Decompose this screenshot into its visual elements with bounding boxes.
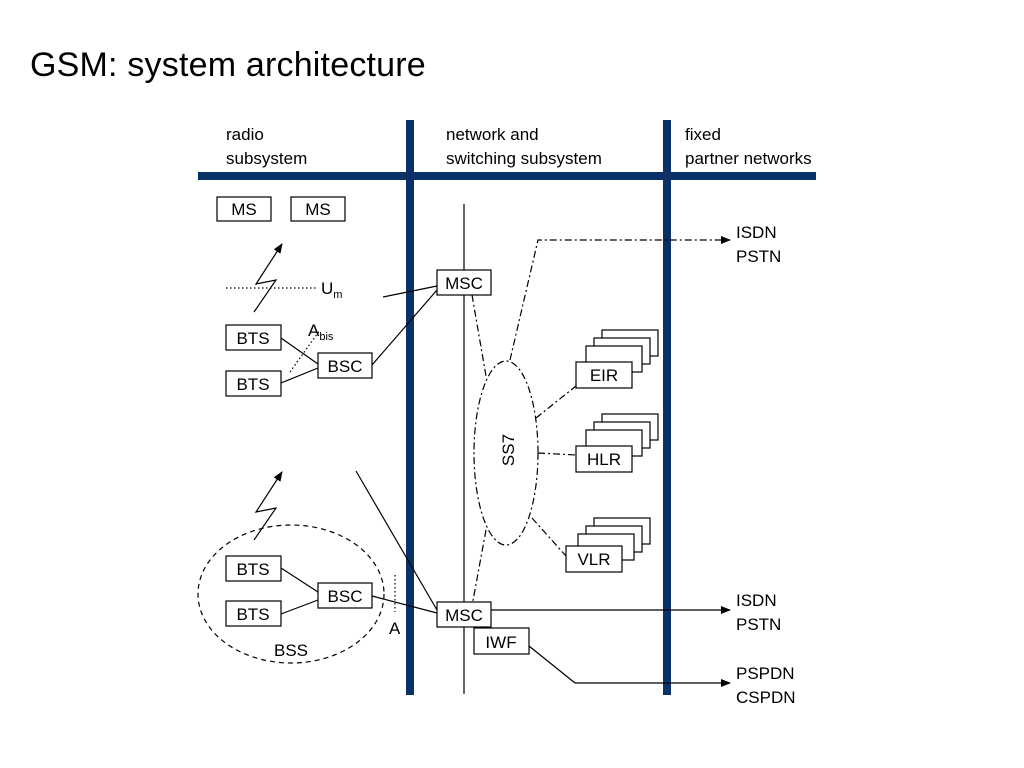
bsc-msc-link (371, 595, 438, 614)
hlr-database-stack: HLR (575, 413, 659, 473)
bts-bsc-link (280, 599, 319, 615)
bts-node: BTS (225, 555, 282, 582)
svg-text:BSC: BSC (328, 587, 363, 606)
network-label-pspdn: PSPDN CSPDN (736, 664, 799, 707)
radio-link-lower (253, 471, 283, 541)
bsc-node: BSC (317, 352, 373, 379)
bts-node: BTS (225, 324, 282, 351)
um-to-msc-line (382, 285, 438, 298)
iwf-node: IWF (473, 627, 530, 655)
bsc-node: BSC (317, 582, 373, 609)
svg-text:MSC: MSC (445, 606, 483, 625)
svg-text:VLR: VLR (577, 550, 610, 569)
radio-to-msc-line (355, 470, 438, 611)
svg-text:BTS: BTS (236, 329, 269, 348)
radio-link-upper (253, 243, 283, 313)
svg-text:MS: MS (231, 200, 257, 219)
um-interface-label: Um (321, 279, 342, 301)
ss7-eir-link (535, 385, 577, 419)
bts-node: BTS (225, 370, 282, 397)
svg-text:MSC: MSC (445, 274, 483, 293)
msc-node: MSC (436, 601, 492, 628)
ms-node: MS (216, 196, 272, 222)
network-label-isdn-bottom: ISDN PSTN (736, 591, 781, 634)
bss-boundary (197, 524, 385, 664)
msc-isdn-signalling (509, 236, 731, 361)
bss-label: BSS (274, 641, 308, 660)
iwf-pspdn-link (528, 645, 731, 687)
bts-bsc-link (280, 567, 319, 593)
msc-node: MSC (436, 269, 492, 296)
column-header-fixed: fixed partner networks (685, 125, 812, 168)
eir-database-stack: EIR (575, 329, 659, 389)
bsc-msc-link (371, 289, 438, 366)
bts-node: BTS (225, 600, 282, 627)
vlr-database-stack: VLR (565, 517, 651, 573)
page-title: GSM: system architecture (30, 46, 426, 84)
ss7-vlr-link (531, 517, 567, 557)
bts-bsc-link (280, 367, 319, 384)
svg-text:IWF: IWF (485, 633, 516, 652)
svg-text:BSC: BSC (328, 357, 363, 376)
svg-text:EIR: EIR (590, 366, 618, 385)
msc-ss7-link (471, 529, 487, 607)
svg-text:BTS: BTS (236, 375, 269, 394)
ss7-label: SS7 (499, 434, 518, 466)
msc-ss7-link (471, 294, 487, 377)
svg-text:BTS: BTS (236, 560, 269, 579)
column-header-nss: network and switching subsystem (446, 125, 602, 168)
abis-interface-line (289, 329, 321, 373)
ss7-hlr-link (537, 452, 577, 456)
abis-interface-label: Abis (308, 321, 334, 343)
svg-text:BTS: BTS (236, 605, 269, 624)
bts-bsc-link (280, 337, 319, 365)
svg-text:MS: MS (305, 200, 331, 219)
column-header-radio: radio subsystem (226, 125, 307, 168)
network-label-isdn-top: ISDN PSTN (736, 223, 781, 266)
svg-text:HLR: HLR (587, 450, 621, 469)
ms-node: MS (290, 196, 346, 222)
a-interface-label: A (389, 619, 401, 638)
